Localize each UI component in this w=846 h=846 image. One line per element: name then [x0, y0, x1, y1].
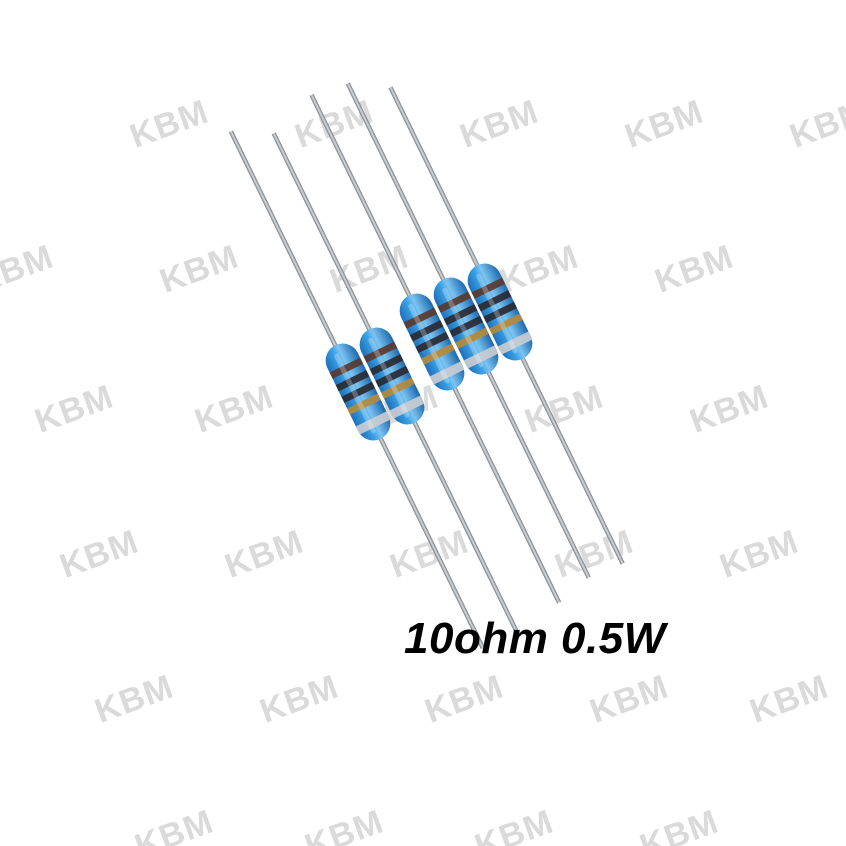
resistor — [309, 93, 562, 604]
resistor-band — [415, 331, 450, 354]
resistor-band — [429, 361, 465, 385]
resistor — [228, 130, 485, 650]
resistor-band — [437, 291, 472, 313]
resistor-band — [471, 277, 506, 299]
resistor — [345, 82, 591, 579]
resistor-band — [369, 354, 404, 376]
resistor-band — [497, 331, 533, 355]
resistor — [388, 86, 625, 565]
resistor-band — [329, 357, 364, 379]
resistor-band — [455, 327, 489, 349]
resistor-band — [363, 341, 398, 363]
resistor-band — [335, 370, 370, 392]
resistor-band — [489, 313, 523, 335]
resistor-highlight — [368, 337, 410, 418]
resistor-band — [421, 343, 455, 365]
resistor-band — [403, 307, 438, 329]
resistor-band — [449, 315, 484, 338]
resistor — [271, 132, 522, 638]
resistor-band — [477, 290, 512, 312]
product-caption: 10ohm 0.5W — [404, 614, 666, 663]
resistor-band — [355, 411, 391, 435]
resistor-band — [389, 395, 425, 419]
resistor-band — [483, 301, 518, 324]
resistor-band — [409, 320, 444, 342]
resistor-highlight — [334, 353, 376, 434]
resistor-band — [347, 393, 381, 415]
resistor-highlight — [408, 303, 450, 384]
resistor-band — [463, 345, 499, 369]
resistor-highlight — [442, 287, 484, 368]
resistor-band — [381, 377, 415, 399]
resistor-band — [375, 365, 410, 388]
resistor-band — [341, 381, 376, 404]
resistor-band — [443, 304, 478, 326]
resistor-highlight — [476, 273, 518, 354]
